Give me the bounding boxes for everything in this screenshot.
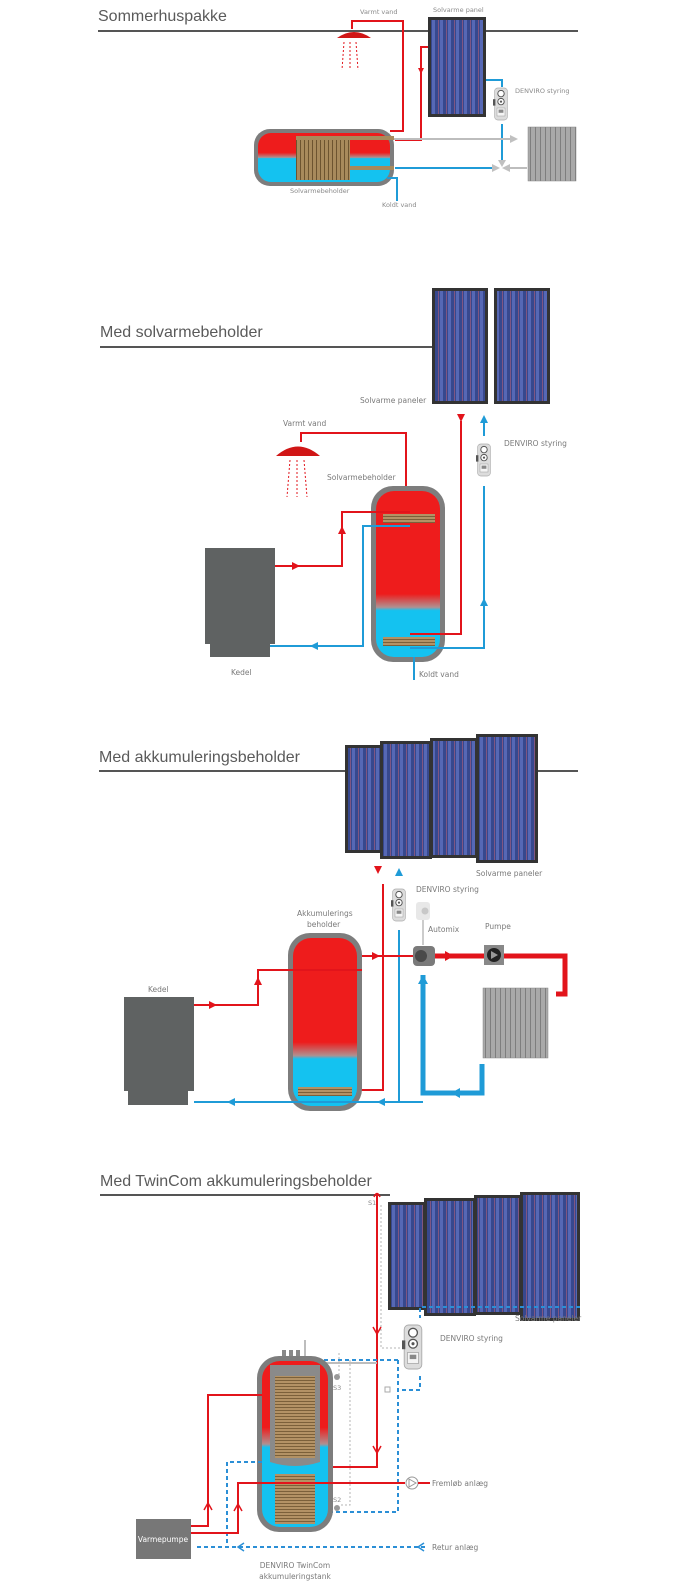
heat-pump-flow-pipe xyxy=(191,1394,262,1527)
arrow-icon xyxy=(510,135,518,143)
accumulation-tank xyxy=(288,933,362,1111)
flow-arrow-icon xyxy=(209,1001,217,1009)
boiler-flow-pipe xyxy=(194,969,362,1006)
section-title: Med akkumuleringsbeholder xyxy=(99,749,301,766)
flow-arrow-icon xyxy=(372,1445,382,1455)
label-cold-water: Koldt vand xyxy=(382,201,417,209)
radiator-icon xyxy=(527,126,577,182)
flow-arrow-icon xyxy=(203,1501,213,1511)
flow-arrow-icon xyxy=(338,526,346,534)
label-tank-line1: DENVIRO TwinCom xyxy=(260,1561,330,1570)
solar-flow-pipe xyxy=(395,46,428,141)
flow-arrow-icon xyxy=(418,68,424,74)
twincom-tank xyxy=(257,1350,333,1532)
flow-arrow-icon xyxy=(254,977,262,985)
return-arrow-icon xyxy=(377,1098,385,1106)
label-cold-water: Koldt vand xyxy=(419,670,459,679)
flow-arrow-icon xyxy=(372,952,380,960)
section-twincom: Med TwinCom akkumuleringsbeholder Solvar… xyxy=(100,1173,582,1581)
label-tank: Solvarmebeholder xyxy=(290,187,350,195)
return-arrow-icon xyxy=(227,1098,235,1106)
section-solvarmebeholder: Med solvarmebeholder Solvarme paneler Va… xyxy=(100,288,567,680)
section-akkumuleringsbeholder: Med akkumuleringsbeholder Solvarme panel… xyxy=(99,734,578,1111)
label-heat-pump: Varmepumpe xyxy=(138,1535,189,1544)
arrow-icon xyxy=(492,164,500,172)
label-boiler: Kedel xyxy=(148,985,169,994)
sensor-s3-icon xyxy=(334,1374,340,1380)
label-controller: DENVIRO styring xyxy=(440,1334,503,1343)
shower-icon xyxy=(276,446,320,498)
controller-icon xyxy=(391,888,407,922)
label-solar-panels: Solvarme paneler xyxy=(476,869,543,878)
solar-flow-pipe xyxy=(410,421,462,635)
section-sommerhuspakke: Sommerhuspakke Varmt vand Solvarme panel… xyxy=(98,6,578,209)
label-controller: DENVIRO styring xyxy=(416,885,479,894)
label-s1: S1 xyxy=(368,1199,376,1207)
flow-arrow-icon xyxy=(372,1326,382,1336)
label-pump: Pumpe xyxy=(485,922,511,931)
controller-icon xyxy=(476,443,492,477)
solar-flow-pipe xyxy=(328,1194,378,1468)
section-title: Sommerhuspakke xyxy=(98,8,227,25)
hot-water-pipe xyxy=(351,20,404,132)
shower-icon xyxy=(337,32,371,71)
solar-tank xyxy=(371,486,445,662)
label-controller: DENVIRO styring xyxy=(515,87,570,95)
return-arrow-icon xyxy=(236,1542,245,1552)
label-flow: Fremløb anlæg xyxy=(432,1479,488,1488)
section-title: Med TwinCom akkumuleringsbeholder xyxy=(100,1173,373,1190)
label-solar-panels: Solvarme paneler xyxy=(515,1314,582,1323)
hot-water-pipe xyxy=(300,432,407,491)
solar-tank xyxy=(254,129,394,186)
flow-arrow-icon xyxy=(292,562,300,570)
return-arrow-icon xyxy=(451,1088,460,1098)
label-boiler: Kedel xyxy=(231,668,252,677)
label-solar-panels: Solvarme paneler xyxy=(360,396,427,405)
return-arrow-icon xyxy=(418,975,428,984)
boiler xyxy=(205,548,275,657)
label-tank: Solvarmebeholder xyxy=(327,473,397,482)
return-arrow-icon xyxy=(310,642,318,650)
label-automix: Automix xyxy=(428,925,460,934)
label-tank-line1: Akkumulerings xyxy=(297,909,353,918)
flow-arrow-icon xyxy=(374,866,382,874)
arrow-icon xyxy=(502,164,510,172)
label-solar-panel: Solvarme panel xyxy=(433,6,484,14)
return-arrow-icon xyxy=(395,868,403,876)
return-arrow-icon xyxy=(480,598,488,606)
heating-return-pipe xyxy=(420,975,485,1096)
boiler xyxy=(124,997,194,1105)
heat-pump-return-pipe xyxy=(191,1482,262,1534)
label-return: Retur anlæg xyxy=(432,1543,478,1552)
return-arrow-icon xyxy=(480,415,488,423)
flow-arrow-icon xyxy=(445,951,454,961)
label-hot-water: Varmt vand xyxy=(283,419,327,428)
flow-arrow-icon xyxy=(457,414,465,422)
label-tank-line2: beholder xyxy=(307,920,341,929)
label-s3: S3 xyxy=(333,1384,341,1392)
valve-icon xyxy=(384,1386,391,1393)
label-tank-line2: akkumuleringstank xyxy=(259,1572,331,1581)
sensor-s2-icon xyxy=(334,1505,340,1511)
label-controller: DENVIRO styring xyxy=(504,439,567,448)
label-hot-water: Varmt vand xyxy=(360,8,398,16)
label-s2: S2 xyxy=(333,1496,341,1504)
boiler-flow-pipe xyxy=(275,511,410,567)
section-title: Med solvarmebeholder xyxy=(100,324,263,341)
solar-return-pipe xyxy=(486,79,503,87)
cold-water-pipe xyxy=(387,177,398,201)
radiator-icon xyxy=(482,987,549,1059)
controller-icon xyxy=(402,1324,423,1370)
controller-icon xyxy=(493,87,508,121)
heat-pump xyxy=(136,1519,191,1559)
